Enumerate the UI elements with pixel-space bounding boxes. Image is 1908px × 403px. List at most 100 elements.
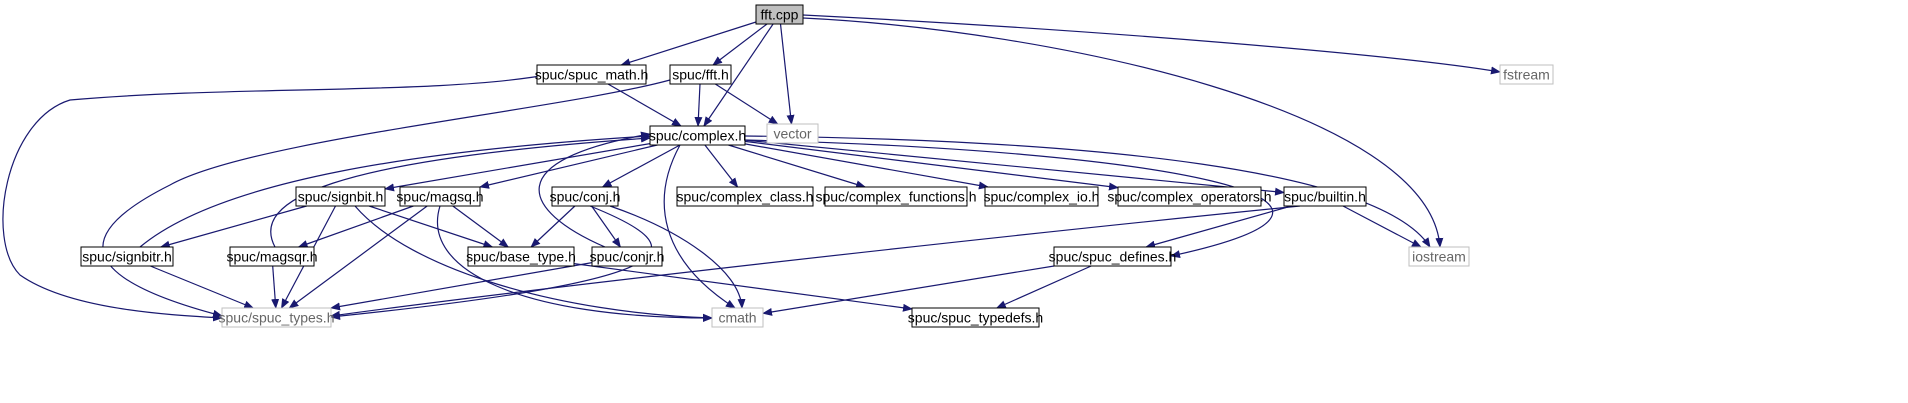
edge-fft-cpp-to-complex: [703, 23, 774, 127]
node-label: spuc/signbitr.h: [82, 249, 172, 265]
node-label: fft.cpp: [761, 7, 799, 23]
node-box: [399, 186, 481, 207]
edge-builtin-to-spuc-types: [330, 205, 1301, 319]
node-box: [221, 307, 332, 328]
edge-complex-to-cmath: [663, 144, 736, 309]
node-box: [229, 246, 315, 267]
node-box: [824, 186, 968, 207]
edge-builtin-to-spuc-defines: [1145, 205, 1292, 249]
node-complex[interactable]: spuc/complex.h: [649, 125, 746, 146]
node-label: spuc/complex_class.h: [677, 189, 814, 205]
node-spuc-defines[interactable]: spuc/spuc_defines.h: [1049, 246, 1177, 267]
node-complex-class[interactable]: spuc/complex_class.h: [676, 186, 814, 207]
node-label: spuc/magsq.h: [396, 189, 483, 205]
edge-complex-to-complex-functions: [728, 144, 867, 189]
edge-conj-to-conjr: [591, 205, 621, 248]
edge-conj-to-cmath: [609, 205, 746, 309]
node-label: spuc/complex_operators.h: [1107, 189, 1271, 205]
edge-layer: [2, 14, 1501, 322]
node-box: [911, 307, 1040, 328]
node-label: vector: [773, 126, 811, 142]
edge-signbit-to-base-type: [368, 205, 494, 248]
node-box: [755, 4, 804, 25]
edge-spuc-math-to-spuc-types: [2, 73, 553, 322]
node-fstream: fstream: [1499, 64, 1554, 85]
node-complex-io[interactable]: spuc/complex_io.h: [984, 186, 1100, 207]
node-label: spuc/fft.h: [672, 67, 729, 83]
node-label: spuc/spuc_types.h: [219, 310, 335, 326]
node-label: spuc/spuc_math.h: [535, 67, 649, 83]
node-box: [766, 123, 819, 144]
node-box: [467, 246, 575, 267]
edge-magsq-to-spuc-types: [288, 205, 428, 309]
node-label: spuc/complex.h: [649, 128, 746, 144]
edge-fft-cpp-to-spuc-fft: [712, 23, 768, 66]
edge-fft-cpp-to-vector: [779, 23, 795, 125]
node-spuc-fft[interactable]: spuc/fft.h: [669, 64, 732, 85]
node-conjr[interactable]: spuc/conjr.h: [590, 246, 665, 267]
node-box: [295, 186, 386, 207]
edge-signbit-to-cmath: [354, 205, 713, 322]
edge-complex-to-complex-io: [744, 143, 989, 190]
node-box: [1117, 186, 1262, 207]
node-box: [1408, 246, 1470, 267]
node-label: spuc/magsqr.h: [226, 249, 317, 265]
node-builtin[interactable]: spuc/builtin.h: [1283, 186, 1367, 207]
node-box: [676, 186, 814, 207]
node-magsqr[interactable]: spuc/magsqr.h: [226, 246, 318, 267]
edge-base-type-to-spuc-typedefs: [573, 263, 913, 312]
node-box: [1283, 186, 1367, 207]
node-label: spuc/base_type.h: [466, 249, 576, 265]
node-complex-functions[interactable]: spuc/complex_functions.h: [815, 186, 977, 207]
node-signbitr[interactable]: spuc/signbitr.h: [80, 246, 174, 267]
node-cmath: cmath: [711, 307, 764, 328]
node-spuc-types: spuc/spuc_types.h: [219, 307, 335, 328]
node-fft-cpp: fft.cpp: [755, 4, 804, 25]
node-box: [669, 64, 732, 85]
node-complex-operators[interactable]: spuc/complex_operators.h: [1107, 186, 1272, 207]
edge-signbitr-to-complex: [139, 132, 651, 248]
edge-complex-to-iostream: [744, 135, 1431, 248]
node-spuc-typedefs[interactable]: spuc/spuc_typedefs.h: [908, 307, 1043, 328]
node-label: spuc/complex_functions.h: [815, 189, 976, 205]
node-spuc-math[interactable]: spuc/spuc_math.h: [535, 64, 649, 85]
node-label: spuc/complex_io.h: [984, 189, 1100, 205]
node-label: spuc/signbit.h: [298, 189, 384, 205]
edge-magsq-to-magsqr: [297, 205, 414, 248]
node-magsq[interactable]: spuc/magsq.h: [396, 186, 484, 207]
node-box: [1499, 64, 1554, 85]
node-signbit[interactable]: spuc/signbit.h: [295, 186, 386, 207]
edge-signbitr-to-spuc-types: [150, 265, 255, 309]
node-label: spuc/builtin.h: [1284, 189, 1366, 205]
node-vector: vector: [766, 123, 819, 144]
node-label: spuc/spuc_typedefs.h: [908, 310, 1043, 326]
edge-conjr-to-spuc-types: [330, 262, 593, 311]
edge-conjr-to-complex: [538, 131, 651, 248]
edge-spuc-fft-to-complex: [694, 83, 703, 127]
edge-fft-cpp-to-fstream: [802, 14, 1501, 75]
edge-magsqr-to-complex: [270, 134, 651, 248]
edge-spuc-defines-to-cmath: [762, 265, 1055, 316]
edge-magsq-to-base-type: [452, 205, 510, 248]
edge-complex-to-builtin: [744, 139, 1285, 196]
edge-complex-to-signbit: [384, 143, 651, 192]
node-box: [551, 186, 619, 207]
edge-complex-to-complex-operators: [744, 140, 1119, 191]
edge-complex-to-conj: [601, 144, 681, 188]
edge-spuc-defines-to-spuc-typedefs: [995, 265, 1092, 309]
edge-spuc-fft-to-spuc-types: [102, 79, 671, 318]
node-label: fstream: [1503, 67, 1550, 83]
node-box: [591, 246, 663, 267]
node-layer: fft.cpp spuc/spuc_math.h spuc/fft.h fstream…: [80, 4, 1554, 328]
node-conj[interactable]: spuc/conj.h: [550, 186, 621, 207]
edge-fft-cpp-to-iostream: [802, 17, 1444, 248]
edge-conj-to-base-type: [530, 205, 576, 248]
node-box: [711, 307, 764, 328]
edge-complex-to-spuc-defines: [744, 139, 1274, 259]
node-box: [984, 186, 1099, 207]
node-base-type[interactable]: spuc/base_type.h: [466, 246, 576, 267]
node-box: [1053, 246, 1172, 267]
edge-complex-to-magsq: [479, 144, 658, 189]
edge-builtin-to-iostream: [1342, 205, 1422, 248]
